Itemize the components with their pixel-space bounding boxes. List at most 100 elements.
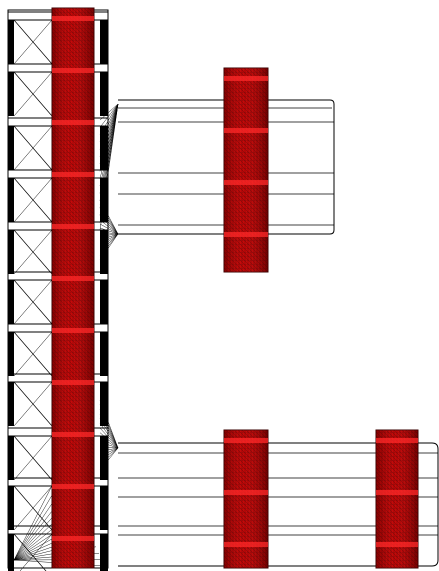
diag-b-8 (13, 435, 53, 481)
fan-line-2-9 (99, 441, 119, 449)
core-left-2 (8, 126, 14, 170)
fan-line-2-7 (99, 432, 119, 449)
fan-line-1-7 (99, 227, 119, 235)
column-band (224, 438, 268, 443)
fan-line-1-14 (99, 233, 119, 257)
diag-b-1 (13, 71, 53, 117)
fan-line-1-0 (99, 199, 119, 235)
core-right-3 (100, 178, 108, 222)
core-right-5 (100, 280, 108, 324)
diag-b-4 (13, 229, 53, 275)
core-left-4 (8, 230, 14, 274)
column-band (52, 120, 94, 125)
column-shade-1 (224, 68, 268, 272)
fan-line-0-0 (99, 103, 119, 121)
fan-line-2-8 (99, 437, 119, 449)
fan-line-1-9 (99, 233, 119, 237)
core-left-0 (8, 20, 14, 64)
column-band (52, 276, 94, 281)
red-columns (51, 7, 419, 569)
fan-line-2-2 (99, 409, 119, 449)
fan-line-1-15 (99, 233, 119, 261)
fan-line-2-3 (99, 413, 119, 449)
core-right-4 (100, 230, 108, 274)
fan-line-1-10 (99, 233, 119, 241)
fan-line-2-0 (99, 399, 119, 449)
core-right-1 (100, 72, 108, 116)
fan-line-2-6 (99, 427, 119, 449)
core-left-9 (8, 486, 14, 530)
column-band (376, 490, 418, 495)
column-band (224, 180, 268, 185)
column-band (224, 76, 268, 81)
core-right-9 (100, 486, 108, 530)
diag-b-5 (13, 279, 53, 325)
fan-line-2-14 (99, 447, 119, 466)
fan-line-2-12 (99, 447, 119, 457)
core-right-2 (100, 126, 108, 170)
column-band (224, 232, 268, 237)
core-left-8 (8, 436, 14, 480)
column-band (52, 484, 94, 489)
fan-line-1-4 (99, 215, 119, 235)
core-left-7 (8, 382, 14, 426)
diag-b-2 (13, 125, 53, 171)
fan-line-1-13 (99, 233, 119, 253)
fan-line-0-1 (99, 103, 119, 128)
diag-b-9 (13, 485, 53, 531)
fan-line-0-3 (99, 103, 119, 143)
column-band (224, 128, 268, 133)
fan-line-2-11 (99, 447, 119, 452)
red-column-3 (375, 429, 419, 569)
diag-b-0 (13, 19, 53, 65)
fan-line-1-3 (99, 211, 119, 235)
fan-line-2-1 (99, 404, 119, 449)
column-band (52, 16, 94, 21)
column-band (52, 328, 94, 333)
fan-line-1-8 (99, 231, 119, 235)
column-band (52, 68, 94, 73)
fan-line-1-2 (99, 207, 119, 235)
diag-b-6 (13, 331, 53, 377)
fan-line-2-4 (99, 418, 119, 449)
fan-line-2-13 (99, 447, 119, 461)
fan-line-0-2 (99, 103, 119, 135)
core-right-10 (100, 534, 108, 571)
diag-b-7 (13, 381, 53, 427)
fan-line-0-9 (99, 103, 119, 187)
fan-line-1-12 (99, 233, 119, 249)
fan-line-2-15 (99, 447, 119, 471)
core-right-6 (100, 332, 108, 376)
red-column-1 (223, 67, 269, 273)
core-left-1 (8, 72, 14, 116)
fan-line-1-1 (99, 203, 119, 235)
fan-line-1-11 (99, 233, 119, 245)
core-left-3 (8, 178, 14, 222)
diag-b-3 (13, 177, 53, 223)
core-right-7 (100, 382, 108, 426)
fan-line-0-4 (99, 103, 119, 150)
fan-line-1-5 (99, 219, 119, 235)
red-column-0 (51, 7, 95, 569)
fan-line-0-8 (99, 103, 119, 179)
column-band (52, 380, 94, 385)
column-band (376, 438, 418, 443)
column-band (52, 172, 94, 177)
core-left-10 (8, 534, 14, 571)
column-band (52, 224, 94, 229)
fan-line-1-6 (99, 223, 119, 235)
core-left-6 (8, 332, 14, 376)
fan-line-2-10 (99, 446, 119, 449)
column-band (52, 536, 94, 541)
core-right-0 (100, 20, 108, 64)
column-shade-2 (224, 430, 268, 568)
fan-line-2-5 (99, 423, 119, 449)
column-band (224, 542, 268, 547)
column-band (376, 542, 418, 547)
fan-line-0-6 (99, 103, 119, 165)
fan-line-0-5 (99, 103, 119, 157)
column-band (52, 432, 94, 437)
column-band (224, 490, 268, 495)
